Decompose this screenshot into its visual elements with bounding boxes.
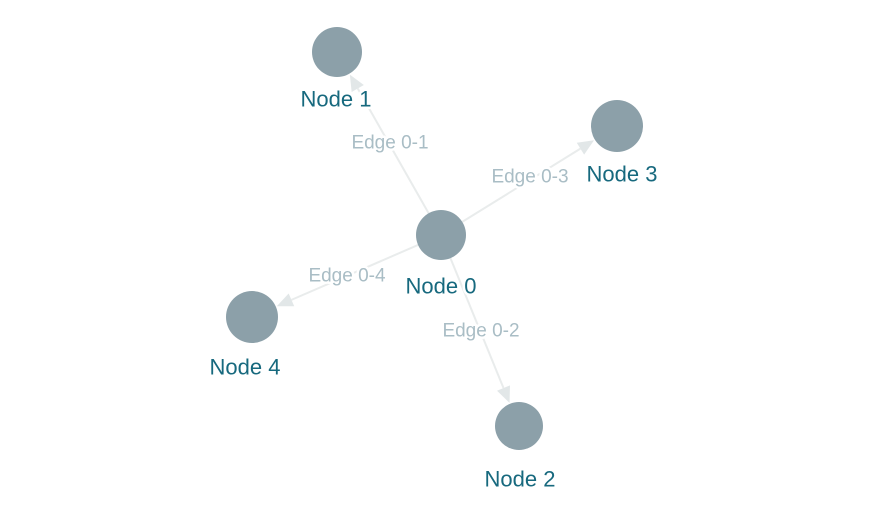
node-2-label: Node 2 [485, 467, 556, 492]
node-4-label: Node 4 [210, 355, 281, 380]
node-1-label: Node 1 [301, 87, 372, 112]
edge-0-4-arrowhead [276, 293, 295, 307]
edge-0-2-label: Edge 0-2 [442, 321, 519, 342]
node-3-circle[interactable] [591, 100, 643, 152]
node-3-label: Node 3 [587, 162, 658, 187]
edge-0-3-arrowhead [576, 140, 595, 155]
edge-0-1-line[interactable] [356, 88, 442, 236]
edge-0-2-line[interactable] [440, 234, 505, 389]
node-2-circle[interactable] [495, 402, 543, 450]
edge-0-1-label: Edge 0-1 [351, 133, 428, 154]
edge-0-3-line[interactable] [440, 147, 581, 236]
edge-0-4-label: Edge 0-4 [308, 266, 386, 287]
edge-0-4-line[interactable] [291, 234, 442, 301]
node-4-circle[interactable] [226, 291, 278, 343]
node-0-label: Node 0 [406, 274, 477, 299]
edge-0-2-arrowhead [497, 385, 510, 403]
edge-0-1-arrowhead [349, 74, 364, 92]
node-0-circle[interactable] [416, 210, 466, 260]
node-1-circle[interactable] [312, 27, 362, 77]
edge-0-3-label: Edge 0-3 [491, 167, 568, 188]
